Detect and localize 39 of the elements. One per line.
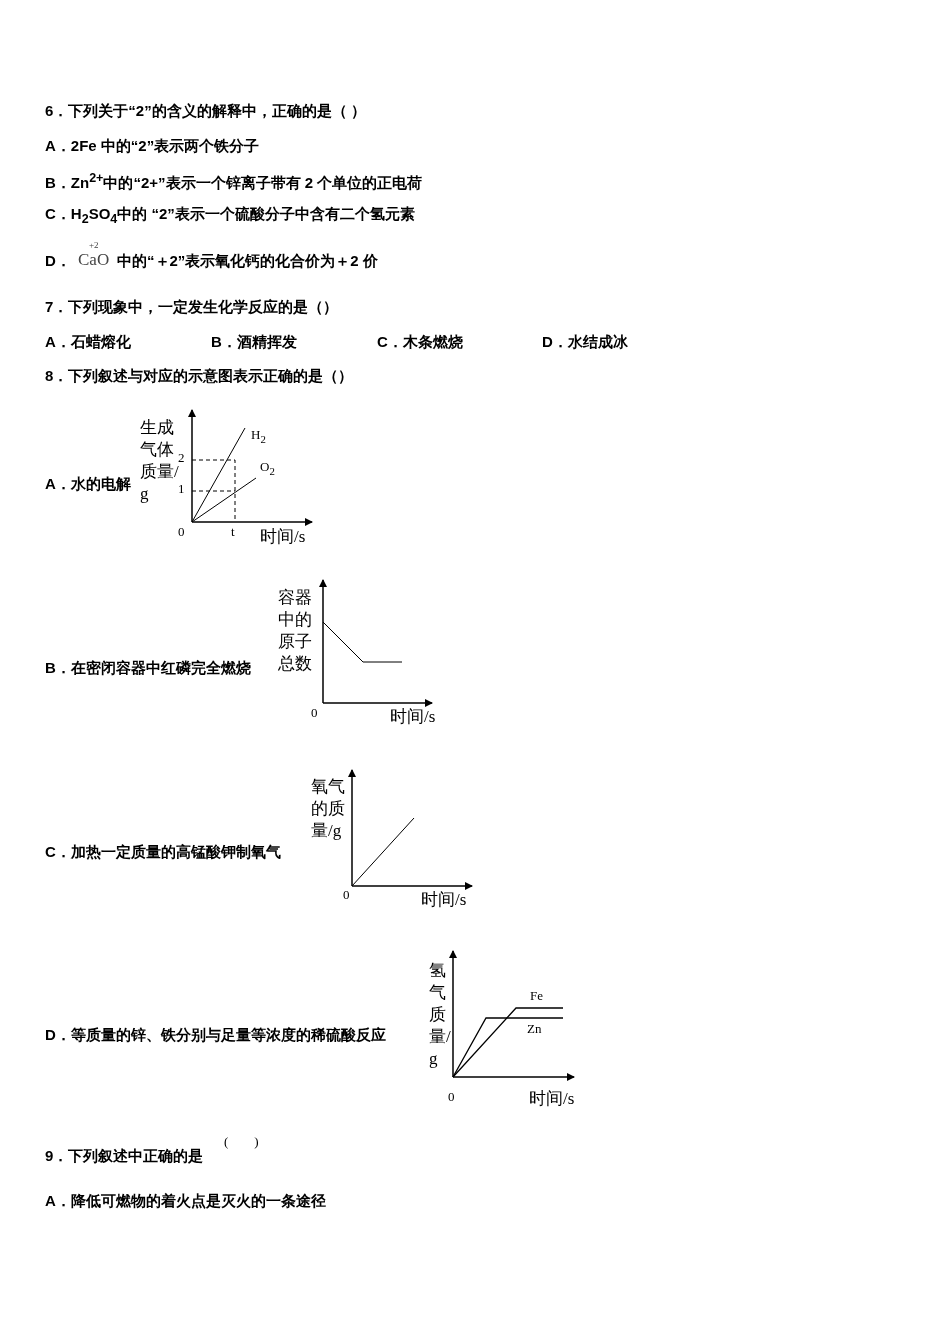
option-text: C．木条燃烧 xyxy=(377,333,463,351)
axis-label: 容器中的原子总数 xyxy=(278,587,313,676)
tick-label: 0 xyxy=(311,705,318,721)
curve-label: Fe xyxy=(530,988,543,1004)
valence-mark: +2 xyxy=(89,240,99,251)
option-text: B．Zn$^{2+}$中的“2+”表示一个锌离子带有 2 个单位的正电荷 xyxy=(45,171,423,192)
axis-label: 时间/s xyxy=(260,526,306,548)
question-text: 8．下列叙述与对应的示意图表示正确的是（） xyxy=(45,367,354,385)
curve-label: O$_{2}$ xyxy=(260,459,275,478)
tick-label: 0 xyxy=(178,524,185,540)
axis-label: 时间/s xyxy=(421,889,467,911)
option-text: B．在密闭容器中红磷完全燃烧 xyxy=(45,659,251,677)
tick-label: t xyxy=(231,524,235,540)
option-text: A．降低可燃物的着火点是灭火的一条途径 xyxy=(45,1192,326,1210)
question-text: 9．下列叙述中正确的是 xyxy=(45,1147,204,1165)
tick-label: 2 xyxy=(178,450,185,466)
tick-label: 0 xyxy=(343,887,350,903)
option-text: A．石蜡熔化 xyxy=(45,333,131,351)
curve-label: H$_{2}$ xyxy=(251,427,266,446)
formula-text: CaO xyxy=(78,250,110,271)
tick-label: 0 xyxy=(448,1089,455,1105)
axis-label: 时间/s xyxy=(529,1088,575,1110)
option-text: D．等质量的锌、铁分别与足量等浓度的稀硫酸反应 xyxy=(45,1026,386,1044)
axis-label: 氧气的质量/g xyxy=(311,776,346,843)
option-text: B．酒精挥发 xyxy=(211,333,297,351)
axis-label: 时间/s xyxy=(390,706,436,728)
option-text: A．水的电解 xyxy=(45,475,131,493)
question-text: 6．下列关于“2”的含义的解释中，正确的是（ ） xyxy=(45,102,366,120)
option-text: C．加热一定质量的高锰酸钾制氧气 xyxy=(45,843,281,861)
question-text: 7．下列现象中，一定发生化学反应的是（） xyxy=(45,298,339,316)
option-text: C．H$_{2}$SO$_{4}$中的 “2”表示一个硫酸分子中含有二个氢元素 xyxy=(45,205,415,227)
option-letter: D． xyxy=(45,252,71,270)
curve-label: Zn xyxy=(527,1021,542,1037)
axis-label: 生成气体质量/g xyxy=(140,417,179,506)
option-text: 中的“＋2”表示氧化钙的化合价为＋2 价 xyxy=(117,252,378,270)
option-text: A．2Fe 中的“2”表示两个铁分子 xyxy=(45,137,260,155)
tick-label: 1 xyxy=(178,481,185,497)
answer-brackets: ( ) xyxy=(224,1134,259,1150)
option-text: D．水结成冰 xyxy=(542,333,628,351)
